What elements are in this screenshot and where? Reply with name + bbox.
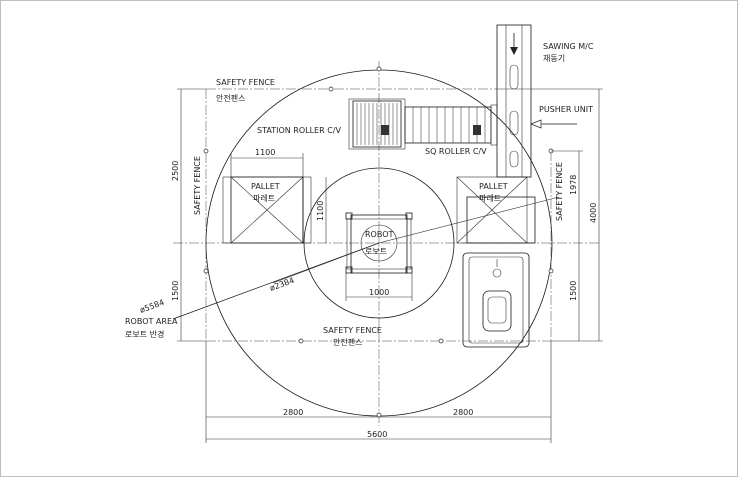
dim-inner-radius: ø2384 [269, 276, 296, 293]
safety-fence-bottom-label: SAFETY FENCE [323, 326, 382, 335]
robot-area-label: ROBOT AREA [125, 317, 178, 326]
sawing-mc-label: SAWING M/C [543, 42, 594, 51]
dim-pallet-width: 1100 [255, 148, 275, 157]
robot-arm-inner [272, 242, 380, 284]
dim-outer-radius: ø5584 [139, 298, 166, 315]
fence-posts [203, 66, 554, 418]
station-roller-conveyor [348, 98, 406, 150]
dim-half-right: 2800 [453, 408, 473, 417]
station-roller-label: STATION ROLLER C/V [257, 126, 341, 135]
pallet-left-korean: 파레트 [253, 194, 275, 203]
dim-total-width: 5600 [367, 430, 387, 439]
sawing-machine [496, 24, 532, 178]
pusher-arrow [530, 119, 577, 129]
safety-fence-bottom-korean: 안전펜스 [333, 337, 362, 347]
robot-arm-right [378, 196, 560, 244]
robot-label: ROBOT [365, 230, 394, 239]
safety-fence-top-label: SAFETY FENCE [216, 78, 275, 87]
safety-fence-top-korean: 안전펜스 [216, 93, 245, 103]
pallet-left [222, 176, 312, 244]
dim-robot-base: 1000 [369, 288, 389, 297]
safety-fence-right-label: SAFETY FENCE [555, 162, 564, 221]
forklift [462, 252, 530, 348]
dim-right-pallet-height: 1978 [569, 175, 578, 195]
robot-base [345, 212, 413, 274]
dim-left-bottom-height: 1500 [171, 281, 180, 301]
sq-roller-conveyor [404, 104, 498, 146]
pallet-right-label: PALLET [479, 182, 508, 191]
pallet-right [456, 176, 536, 244]
safety-fence-left-label: SAFETY FENCE [193, 156, 202, 215]
dim-right-total-height: 4000 [589, 203, 598, 223]
sawing-mc-korean: 재동기 [543, 54, 565, 63]
pusher-unit-label: PUSHER UNIT [539, 105, 593, 114]
dim-right-bottom-height: 1500 [569, 281, 578, 301]
robot-korean: 로보트 [365, 247, 387, 256]
robot-area-korean: 로보트 반경 [125, 329, 164, 339]
dimension-lines [177, 88, 603, 443]
dim-half-left: 2800 [283, 408, 303, 417]
sq-roller-label: SQ ROLLER C/V [425, 147, 487, 156]
pallet-left-label: PALLET [251, 182, 280, 191]
dim-left-top-height: 2500 [171, 161, 180, 181]
dim-pallet-depth: 1100 [316, 201, 325, 221]
pallet-right-korean: 파레트 [479, 194, 501, 203]
